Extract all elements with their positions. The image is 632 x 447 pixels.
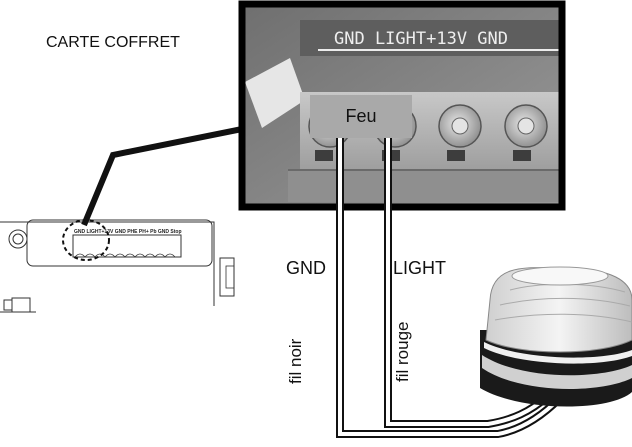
board-terminal-strip-label: GND LIGHT+13V GND PHE PH+ Pb GND Stop (74, 229, 182, 235)
warning-light (480, 266, 632, 407)
leader-line (81, 124, 253, 227)
board-title: CARTE COFFRET (46, 34, 180, 51)
fil-rouge-label: fil rouge (393, 321, 412, 382)
fil-noir-label: fil noir (286, 338, 305, 384)
terminal-strip-label: GND LIGHT+13V GND (334, 29, 508, 49)
terminal-screw (438, 104, 482, 148)
light-label: LIGHT (393, 258, 447, 278)
gnd-label: GND (286, 258, 326, 278)
feu-label: Feu (345, 106, 377, 126)
feu-label-box: Feu (310, 95, 412, 138)
highlight-circle (62, 219, 110, 261)
control-board (0, 219, 235, 313)
terminal-screw (504, 104, 548, 148)
